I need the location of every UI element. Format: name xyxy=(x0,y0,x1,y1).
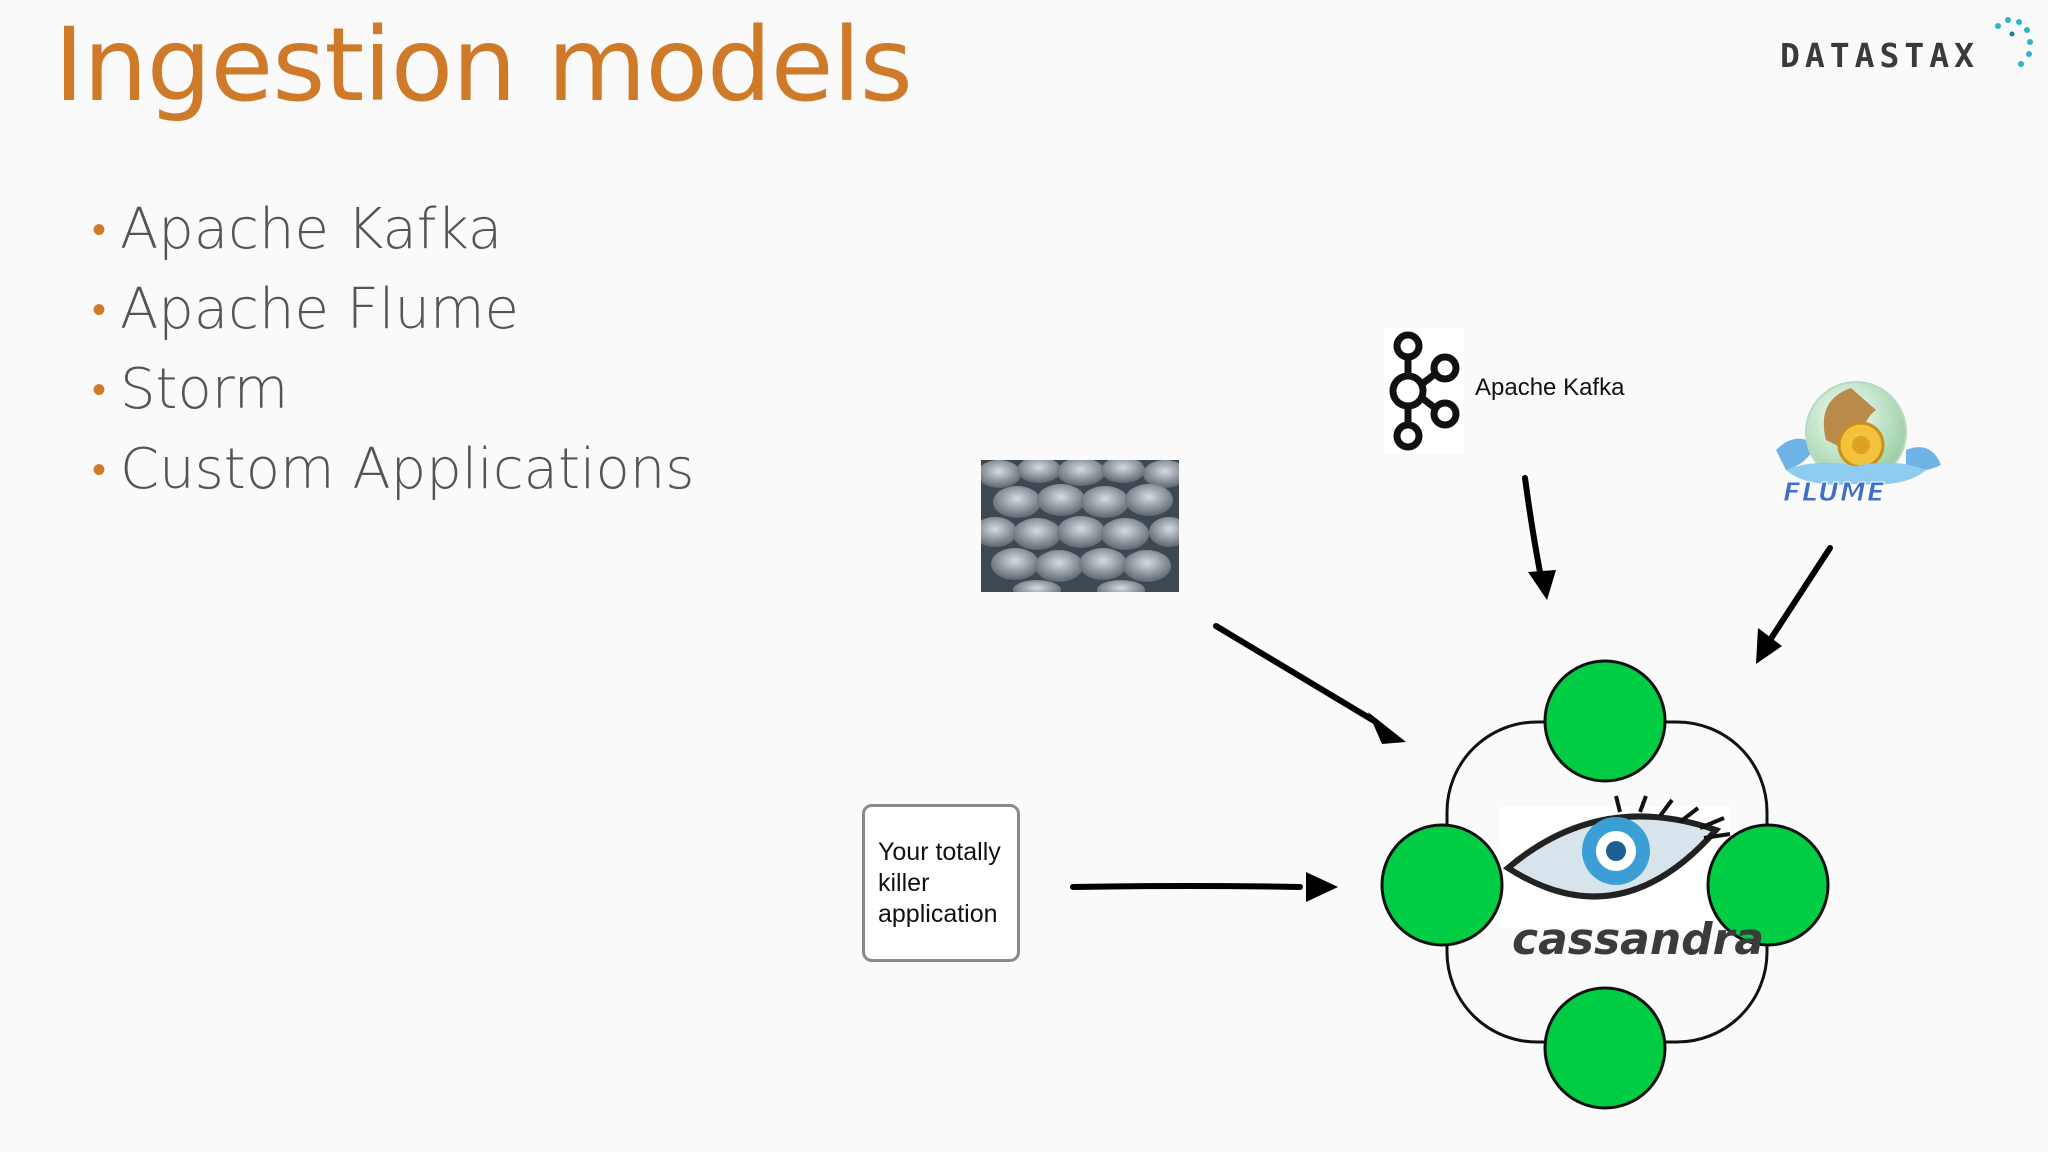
storm-clouds-image xyxy=(981,460,1179,592)
bullet-list: • Apache Kafka • Apache Flume • Storm • Cust… xyxy=(92,190,694,510)
bullet-item: • Storm xyxy=(92,350,694,430)
cassandra-label: cassandra xyxy=(1512,914,1765,965)
bullet-text: Apache Flume xyxy=(120,277,519,342)
bullet-text: Storm xyxy=(120,357,289,422)
node-right xyxy=(1706,823,1830,947)
bullet-dot-icon: • xyxy=(92,207,107,253)
node-left xyxy=(1380,823,1504,947)
app-arrow xyxy=(1070,883,1303,890)
bullet-dot-icon: • xyxy=(92,367,107,413)
bullet-text: Custom Applications xyxy=(120,437,695,502)
kafka-label: Apache Kafka xyxy=(1475,374,1625,401)
flume-icon xyxy=(1776,381,1941,485)
slide-title: Ingestion models xyxy=(54,6,913,125)
bullet-item: • Apache Kafka xyxy=(92,190,694,270)
logo-text: DATASTAX xyxy=(1780,36,1979,75)
flume-label: FLUME xyxy=(1783,478,1886,509)
bullet-text: Apache Kafka xyxy=(120,197,503,262)
cassandra-eye-icon xyxy=(1500,795,1731,928)
datastax-logo: DATASTAX xyxy=(1780,16,2035,76)
bullet-item: • Custom Applications xyxy=(92,430,694,510)
node-bottom xyxy=(1543,986,1667,1110)
node-top xyxy=(1543,659,1667,783)
bullet-dot-icon: • xyxy=(92,447,107,493)
bullet-item: • Apache Flume xyxy=(92,270,694,350)
flume-arrow xyxy=(1767,545,1833,643)
storm-arrowhead xyxy=(1368,712,1406,744)
bullet-dot-icon: • xyxy=(92,287,107,333)
killer-app-box: Your totally killer application xyxy=(862,804,1020,962)
logo-dots-icon xyxy=(1995,17,2033,67)
app-arrowhead xyxy=(1306,872,1338,902)
storm-arrow xyxy=(1213,623,1379,725)
flume-arrowhead xyxy=(1756,628,1782,664)
kafka-arrowhead xyxy=(1528,570,1556,600)
kafka-icon xyxy=(1384,328,1464,454)
kafka-arrow xyxy=(1522,475,1543,575)
